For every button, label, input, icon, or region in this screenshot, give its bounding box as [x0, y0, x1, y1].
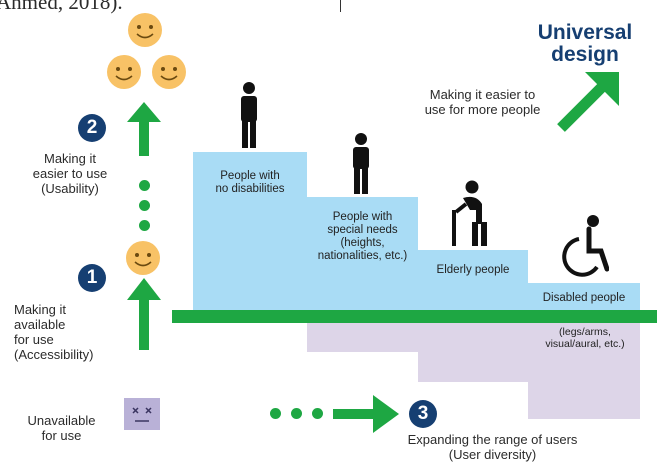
caption-fragment: Ahmed, 2018).	[0, 0, 123, 14]
unavailable-face-icon	[124, 398, 160, 430]
usability-arrow-icon	[127, 102, 161, 156]
progress-dot	[312, 408, 323, 419]
diagonal-arrow-icon	[557, 72, 619, 132]
person-icon	[241, 82, 257, 148]
usability-label: Making it easier to use (Usability)	[32, 151, 108, 196]
progress-dot	[139, 220, 150, 231]
accessibility-label: Making it available for use (Accessibili…	[14, 302, 94, 362]
step-3-badge: 3	[409, 400, 437, 428]
smiley-icon	[126, 241, 160, 275]
stair-disabled	[528, 283, 640, 310]
universal-design-title: Universal design	[537, 21, 633, 66]
baseline-bar	[172, 310, 657, 323]
more-people-text: Making it easier to use for more people	[424, 87, 541, 117]
stair-label-no-disabilities: People with no disabilities	[215, 170, 285, 195]
diversity-arrow-icon	[333, 395, 399, 433]
progress-dot	[139, 180, 150, 191]
stair-label-elderly: Elderly people	[436, 264, 510, 276]
accessibility-arrow-icon	[127, 278, 161, 350]
diversity-band	[307, 322, 640, 352]
elderly-person-icon	[452, 180, 487, 246]
stair-no-disabilities	[193, 152, 307, 310]
step-1-badge: 1	[78, 264, 106, 292]
stair-label-disabled: Disabled people	[542, 292, 626, 304]
smiley-icon	[152, 55, 186, 89]
stair-special-needs	[307, 197, 418, 310]
smiley-icon	[128, 13, 162, 47]
step-2-badge: 2	[78, 114, 106, 142]
cut-line	[340, 0, 341, 12]
smiley-icon	[107, 55, 141, 89]
wheelchair-icon	[562, 215, 609, 277]
progress-dot	[139, 200, 150, 211]
stair-label-special-needs: People with special needs (heights, nati…	[317, 211, 408, 262]
progress-dot	[270, 408, 281, 419]
stair-elderly	[418, 250, 528, 310]
diversity-band-mid	[418, 352, 640, 382]
unavailable-label: Unavailable for use	[27, 413, 96, 443]
small-person-icon	[353, 133, 369, 194]
diversity-label: Expanding the range of users (User diver…	[407, 432, 578, 462]
diversity-band-low	[528, 382, 640, 419]
progress-dot	[291, 408, 302, 419]
disabled-detail: (legs/arms, visual/aural, etc.)	[545, 326, 625, 350]
smiley-faces-overlay	[115, 25, 178, 267]
